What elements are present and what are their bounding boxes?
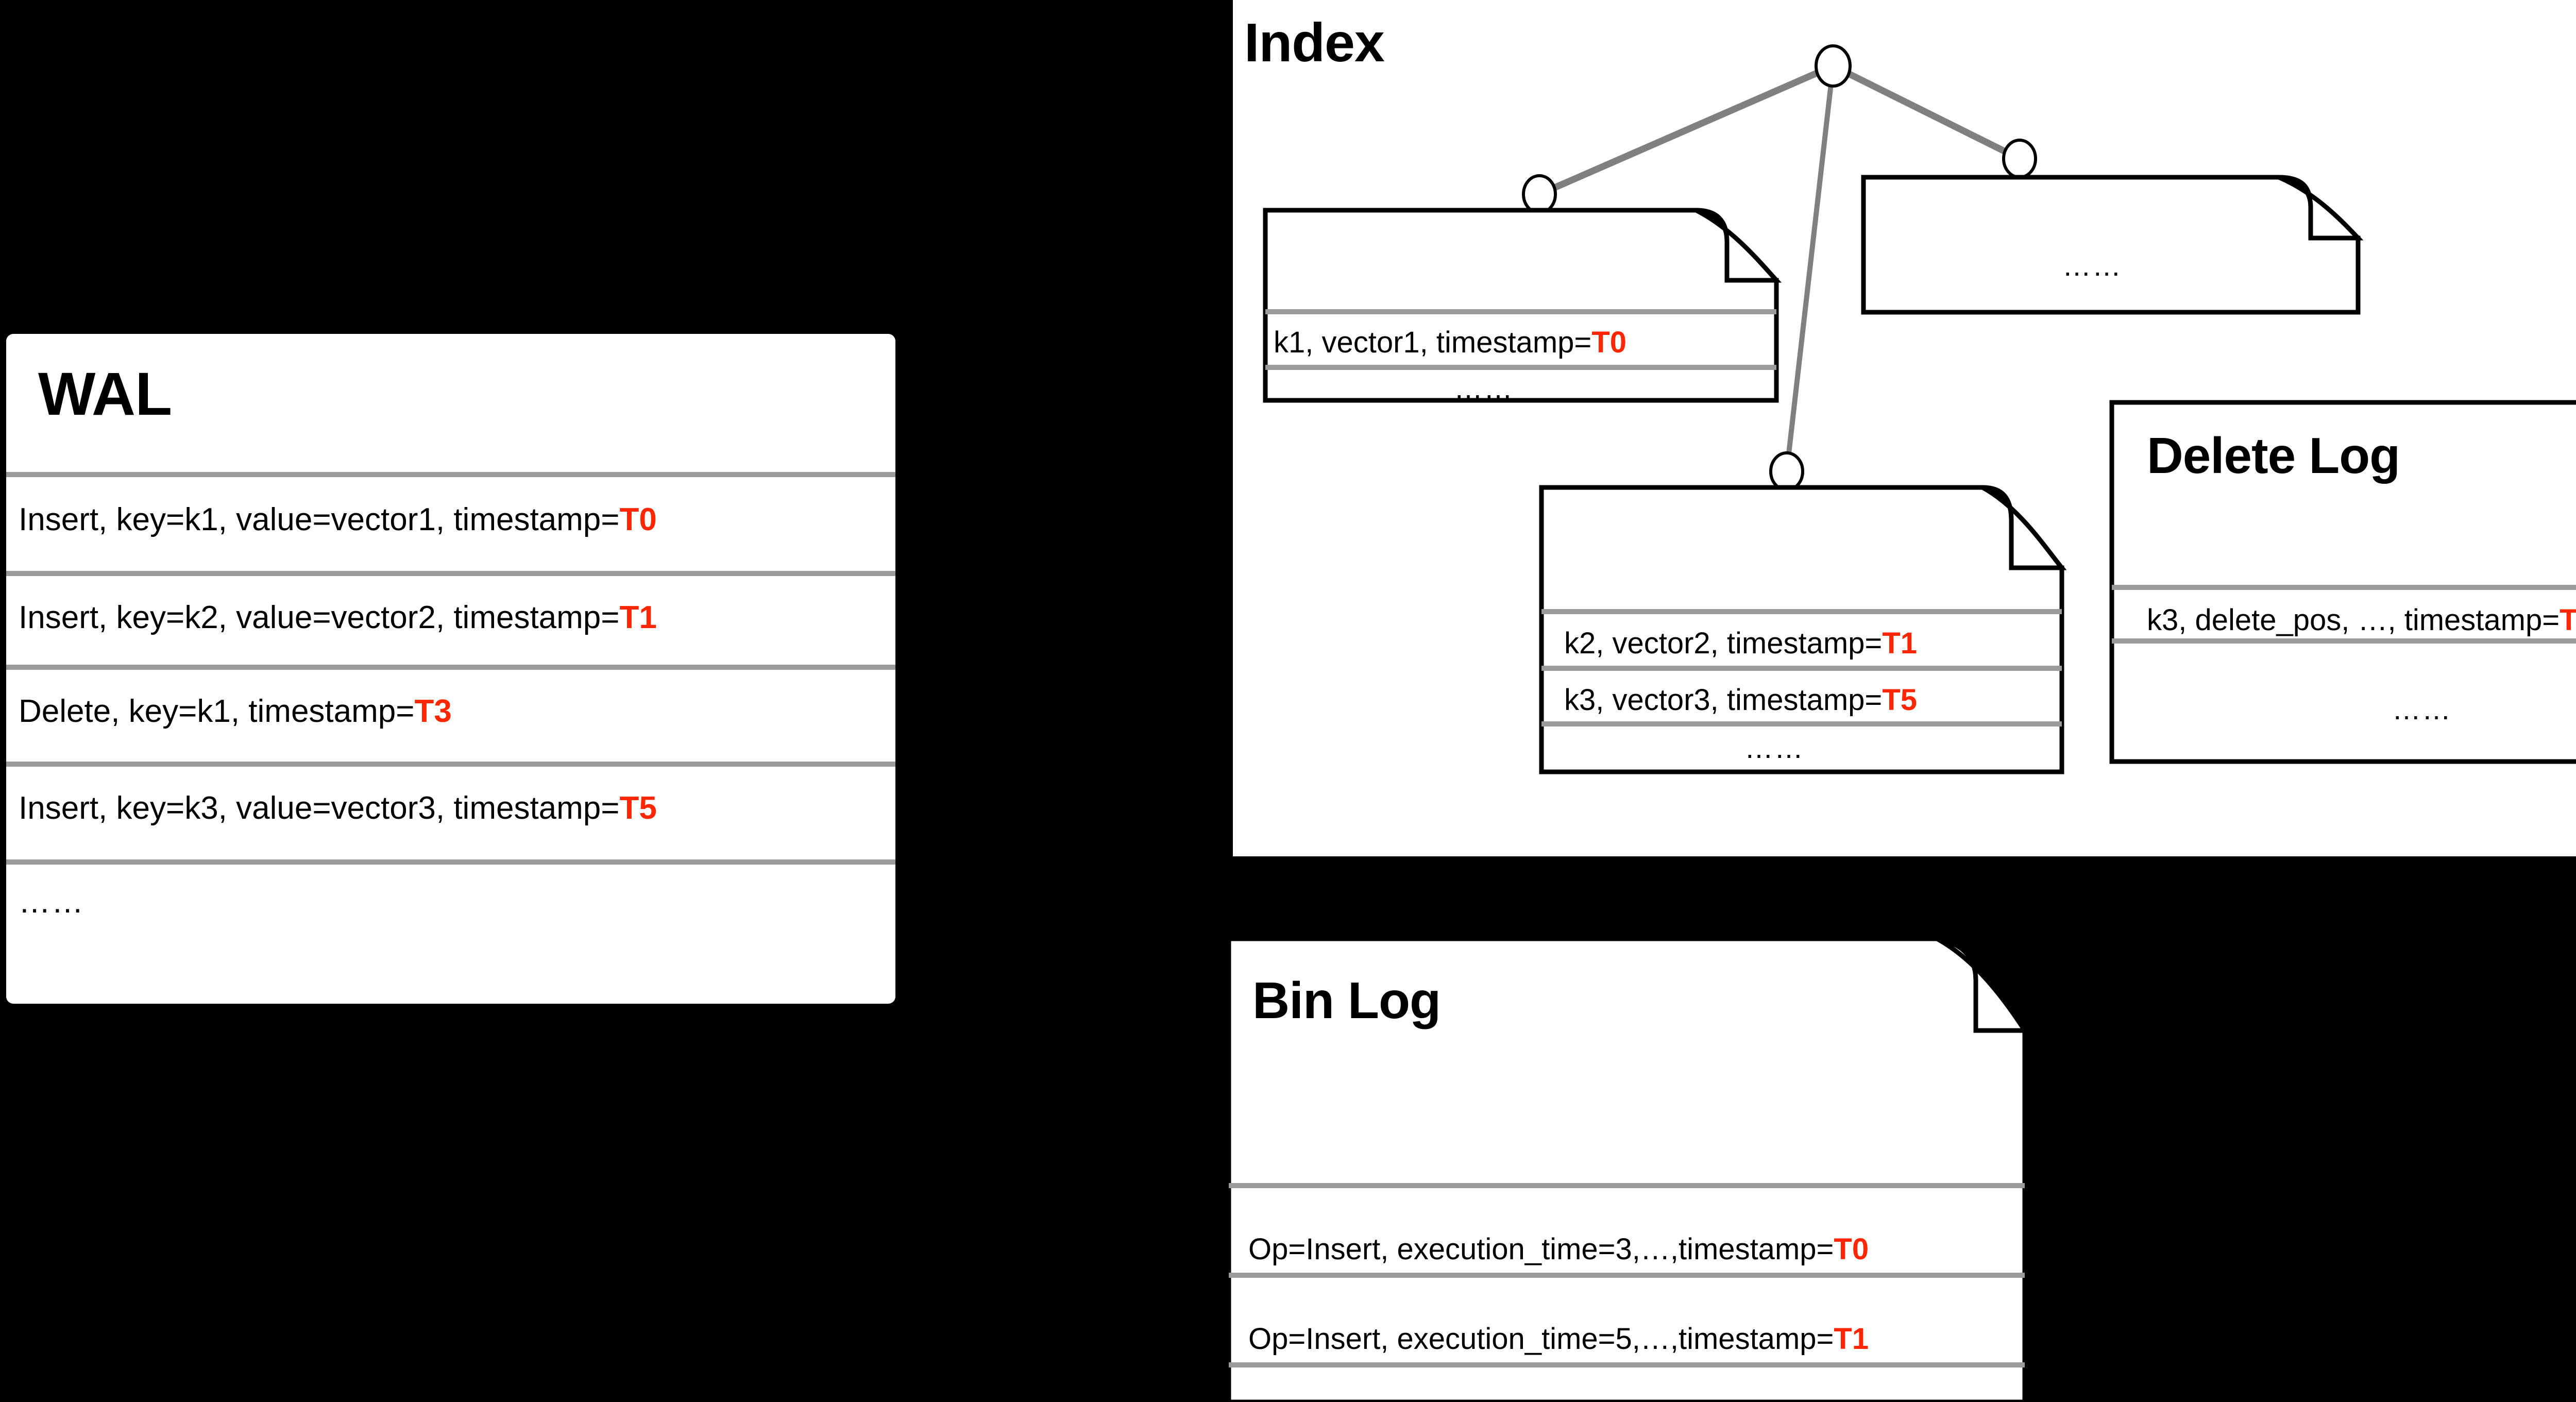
- wal-rule-1: [6, 571, 895, 576]
- bin-log-rule-1: [1229, 1273, 2025, 1278]
- bin-log-row-0-text: Op=Insert, execution_time=3,…,timestamp=: [1248, 1232, 1834, 1266]
- wal-row-3: Insert, key=k3, value=vector3, timestamp…: [19, 792, 657, 824]
- delete-log-title: Delete Log: [2147, 427, 2400, 484]
- doc-fold: [1981, 485, 2067, 570]
- bin-log-more: ……: [1248, 1384, 1308, 1402]
- bin-log-row-1-timestamp: T1: [1834, 1322, 1869, 1356]
- bin-log-row-0-timestamp: T0: [1834, 1232, 1869, 1266]
- doc-fold: [2278, 175, 2364, 241]
- delete-log-row-0-timestamp: T3: [2560, 603, 2576, 637]
- doc-outline: [1263, 208, 1779, 403]
- index-card-k1-row-0-text: k1, vector1, timestamp=: [1274, 326, 1592, 359]
- index-card-k2k3-row-1-text: k3, vector3, timestamp=: [1564, 683, 1883, 717]
- wal-rule-3: [6, 762, 895, 767]
- bin-log-row-1-text: Op=Insert, execution_time=5,…,timestamp=: [1248, 1322, 1834, 1356]
- index-card-k1-rule-0: [1265, 309, 1776, 314]
- wal-rule-4: [6, 859, 895, 865]
- wal-row-0-text: Insert, key=k1, value=vector1, timestamp…: [19, 502, 620, 537]
- bin-log-row-1: Op=Insert, execution_time=5,…,timestamp=…: [1248, 1324, 1869, 1354]
- wal-row-1: Insert, key=k2, value=vector2, timestamp…: [19, 602, 657, 634]
- index-card-k2k3-row-0: k2, vector2, timestamp=T1: [1564, 629, 1917, 658]
- delete-log-card: Delete Log k3, delete_pos, …, timestamp=…: [2109, 400, 2576, 764]
- index-card-k2k3: k2, vector2, timestamp=T1 k3, vector3, t…: [1539, 485, 2067, 774]
- wal-rule-0: [6, 472, 895, 477]
- index-card-k1-row-0: k1, vector1, timestamp=T0: [1274, 328, 1626, 358]
- wal-row-0-timestamp: T0: [619, 502, 657, 537]
- wal-row-0: Insert, key=k1, value=vector1, timestamp…: [19, 504, 657, 536]
- bin-log-card: Bin Log Op=Insert, execution_time=3,…,ti…: [1226, 936, 2226, 1402]
- doc-fold: [1694, 208, 1782, 283]
- bin-log-rule-0: [1229, 1183, 2025, 1188]
- wal-title: WAL: [38, 360, 172, 428]
- bin-log-rule-2: [1229, 1362, 2025, 1367]
- index-card-k1-more: ……: [1454, 372, 1514, 404]
- doc-outline: [1861, 175, 2361, 315]
- index-card-k1-rule-1: [1265, 365, 1776, 370]
- index-card-k2k3-more: ……: [1744, 732, 1804, 764]
- index-title: Index: [1244, 12, 1385, 73]
- bin-log-title: Bin Log: [1252, 972, 1441, 1029]
- index-card-k2k3-rule-1: [1541, 666, 2062, 671]
- wal-row-1-text: Insert, key=k2, value=vector2, timestamp…: [19, 600, 620, 635]
- wal-row-3-text: Insert, key=k3, value=vector3, timestamp…: [19, 790, 620, 826]
- delete-log-rule-0: [2112, 585, 2576, 590]
- delete-log-rule-1: [2112, 638, 2576, 644]
- index-card-k2k3-rule-0: [1541, 609, 2062, 614]
- wal-rule-2: [6, 665, 895, 670]
- delete-log-row-0-text: k3, delete_pos, …, timestamp=: [2147, 603, 2560, 637]
- doc-outline: [2109, 400, 2576, 764]
- index-card-ellipsis-more: ……: [2062, 249, 2122, 282]
- index-card-ellipsis: ……: [1861, 175, 2364, 315]
- index-card-k1-row-0-timestamp: T0: [1591, 326, 1626, 359]
- index-card-k1: k1, vector1, timestamp=T0 ……: [1263, 208, 1782, 404]
- index-card-k2k3-row-0-text: k2, vector2, timestamp=: [1564, 627, 1883, 660]
- wal-panel: WAL Insert, key=k1, value=vector1, times…: [6, 334, 895, 1004]
- bin-log-row-0: Op=Insert, execution_time=3,…,timestamp=…: [1248, 1235, 1869, 1264]
- delete-log-row-0: k3, delete_pos, …, timestamp=T3: [2147, 605, 2576, 635]
- wal-row-2-timestamp: T3: [414, 694, 452, 729]
- index-card-k2k3-row-1-timestamp: T5: [1882, 683, 1917, 717]
- wal-more-ellipsis: ……: [19, 884, 84, 920]
- delete-log-more: ……: [2392, 693, 2452, 725]
- index-card-k2k3-row-1: k3, vector3, timestamp=T5: [1564, 685, 1917, 715]
- wal-row-2-text: Delete, key=k1, timestamp=: [19, 694, 415, 729]
- wal-row-3-timestamp: T5: [619, 790, 657, 826]
- wal-row-1-timestamp: T1: [619, 600, 657, 635]
- index-card-k2k3-row-0-timestamp: T1: [1882, 627, 1917, 660]
- wal-row-2: Delete, key=k1, timestamp=T3: [19, 696, 452, 728]
- doc-fold: [1936, 936, 2029, 1033]
- index-card-k2k3-rule-2: [1541, 721, 2062, 727]
